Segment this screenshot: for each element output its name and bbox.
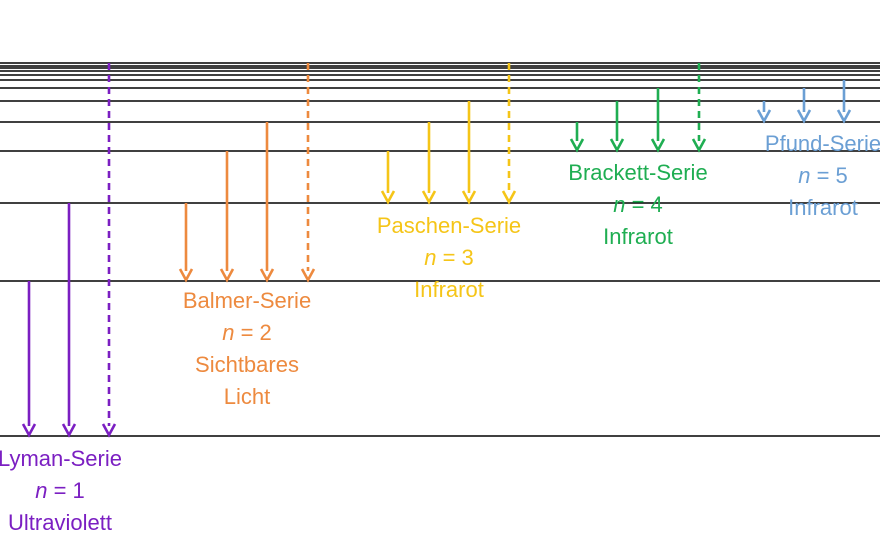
balmer-arrow-head: [300, 268, 316, 283]
paschen-transition-arrow: [380, 151, 396, 205]
balmer-series-spectrum-line2: Licht: [223, 384, 271, 409]
paschen-transition-arrow: [421, 122, 437, 205]
lyman-transition-arrow: [61, 203, 77, 438]
brackett-arrow-head: [609, 138, 625, 153]
pfund-series-level: n = 5: [798, 163, 848, 188]
lyman-series-level: n = 1: [35, 478, 85, 503]
pfund-arrow-head: [836, 109, 852, 124]
paschen-series-name: Paschen-Serie: [376, 213, 522, 238]
brackett-series-level: n = 4: [613, 192, 663, 217]
lyman-series-label: Lyman-Serie n = 1 Ultraviolett: [0, 443, 200, 539]
paschen-arrow-head: [421, 190, 437, 205]
balmer-series-level: n = 2: [222, 320, 272, 345]
pfund-series-spectrum: Infrarot: [788, 195, 858, 220]
brackett-arrow-head: [650, 138, 666, 153]
lyman-arrow-head: [101, 423, 117, 438]
paschen-arrow-head: [501, 190, 517, 205]
balmer-transition-arrow: [300, 63, 316, 283]
energy-levels: [0, 62, 880, 437]
paschen-series-level: n = 3: [424, 245, 474, 270]
balmer-arrow-head: [259, 268, 275, 283]
transition-arrows: [21, 63, 852, 438]
lyman-series-name: Lyman-Serie: [0, 446, 122, 471]
pfund-transition-arrow: [836, 80, 852, 124]
balmer-series-spectrum-line1: Sichtbares: [195, 352, 299, 377]
paschen-transition-arrow: [461, 101, 477, 205]
brackett-arrow-head: [569, 138, 585, 153]
brackett-series-label: Brackett-Serie n = 4 Infrarot: [498, 157, 778, 253]
lyman-transition-arrow: [21, 281, 37, 438]
balmer-series-label: Balmer-Serie n = 2 Sichtbares Licht: [107, 285, 387, 413]
lyman-arrow-head: [21, 423, 37, 438]
brackett-transition-arrow: [691, 63, 707, 153]
brackett-arrow-head: [691, 138, 707, 153]
pfund-transition-arrow: [756, 101, 772, 124]
paschen-transition-arrow: [501, 63, 517, 205]
paschen-series-label: Paschen-Serie n = 3 Infrarot: [309, 210, 589, 306]
balmer-arrow-head: [178, 268, 194, 283]
pfund-series-name: Pfund-Serie: [764, 131, 880, 156]
pfund-series-label: Pfund-Serie n = 5 Infrarot: [713, 128, 880, 224]
pfund-arrow-head: [756, 109, 772, 124]
paschen-arrow-head: [461, 190, 477, 205]
pfund-transition-arrow: [796, 88, 812, 124]
balmer-transition-arrow: [259, 122, 275, 283]
lyman-transition-arrow: [101, 63, 117, 438]
balmer-series-name: Balmer-Serie: [182, 288, 312, 313]
paschen-series-spectrum: Infrarot: [414, 277, 484, 302]
lyman-arrow-head: [61, 423, 77, 438]
lyman-series-spectrum: Ultraviolett: [8, 510, 112, 535]
balmer-transition-arrow: [178, 203, 194, 283]
balmer-transition-arrow: [219, 151, 235, 283]
brackett-series-spectrum: Infrarot: [603, 224, 673, 249]
brackett-transition-arrow: [650, 88, 666, 153]
brackett-series-name: Brackett-Serie: [568, 160, 708, 185]
balmer-arrow-head: [219, 268, 235, 283]
brackett-transition-arrow: [609, 101, 625, 153]
pfund-arrow-head: [796, 109, 812, 124]
brackett-transition-arrow: [569, 122, 585, 153]
paschen-arrow-head: [380, 190, 396, 205]
